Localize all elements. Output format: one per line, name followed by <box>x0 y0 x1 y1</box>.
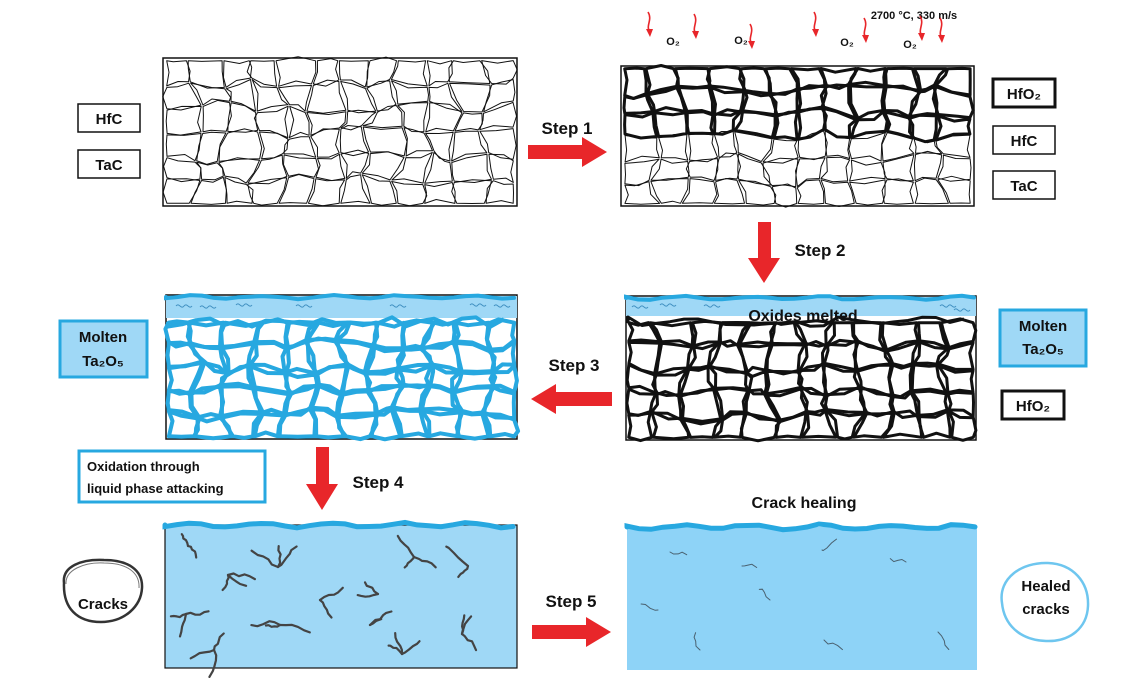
molten-label-right-line1: Molten <box>1019 318 1067 335</box>
step3-arrow: Step 3 <box>531 356 612 414</box>
label-box-hfo2-lower: HfO₂ <box>1000 389 1066 421</box>
grain-network-hfo2 <box>625 315 978 443</box>
molten-label-left-line2: Ta₂O₅ <box>82 353 124 370</box>
step4-label: Step 4 <box>352 473 404 492</box>
cracks-label: Cracks <box>78 596 128 613</box>
o2-label: O₂ <box>666 36 680 48</box>
grain-network-oxidizing <box>622 64 975 208</box>
step4-arrow: Step 4 <box>306 447 404 510</box>
panel-oxides-melted: Oxides melted <box>624 293 978 443</box>
molten-label-right-line2: Ta₂O₅ <box>1022 341 1064 358</box>
step1-arrow: Step 1 <box>528 119 607 167</box>
cracks-bubble: Cracks <box>62 558 144 624</box>
step2-arrow: Step 2 <box>748 222 846 283</box>
label-box-tac-right: TaC <box>992 170 1056 200</box>
conditions-label: 2700 °C, 330 m/s <box>871 10 957 22</box>
label-box-hfc-left: HfC <box>77 103 141 133</box>
o2-label: O₂ <box>903 39 917 51</box>
hfc-label-right: HfC <box>1011 133 1038 150</box>
panel-initial <box>162 56 518 207</box>
healed-label-line2: cracks <box>1022 601 1070 618</box>
liquid-squiggles-left <box>175 303 511 309</box>
step3-label: Step 3 <box>548 356 599 375</box>
label-box-molten-right: Molten Ta₂O₅ <box>998 308 1088 368</box>
step2-label: Step 2 <box>794 241 845 260</box>
o2-label: O₂ <box>734 35 748 47</box>
crack-healing-label: Crack healing <box>752 495 857 512</box>
label-box-hfo2-right: HfO₂ <box>991 77 1057 109</box>
oxides-melted-label: Oxides melted <box>748 308 857 325</box>
hfo2-label-lower: HfO₂ <box>1016 398 1050 415</box>
label-box-molten-left: Molten Ta₂O₅ <box>58 319 149 379</box>
liquid-attack-line1: Oxidation through <box>87 459 200 474</box>
step5-arrow: Step 5 <box>532 592 611 647</box>
tac-label-right: TaC <box>1010 178 1037 195</box>
tac-label: TaC <box>95 157 122 174</box>
healed-crack-traces <box>640 538 950 651</box>
oxygen-arrows: O₂ O₂ O₂ O₂ <box>646 11 945 51</box>
healed-cracks-bubble: Healed cracks <box>1000 561 1090 643</box>
o2-label: O₂ <box>840 37 854 49</box>
liquid-squiggles <box>631 303 971 312</box>
label-box-tac-left: TaC <box>77 149 141 179</box>
molten-label-left-line1: Molten <box>79 329 127 346</box>
hfo2-label: HfO₂ <box>1007 86 1041 103</box>
grain-network-blue <box>163 315 521 442</box>
healed-label-line1: Healed <box>1021 578 1070 595</box>
panel-molten-penetration <box>163 292 521 442</box>
hfc-label: HfC <box>96 111 123 128</box>
step1-label: Step 1 <box>541 119 592 138</box>
crack-network <box>169 533 478 678</box>
panel-crack-healing: Crack healing <box>624 495 978 670</box>
label-box-hfc-right: HfC <box>992 125 1056 155</box>
liquid-attack-line2: liquid phase attacking <box>87 481 224 496</box>
step5-label: Step 5 <box>545 592 596 611</box>
grain-network-initial <box>162 56 518 207</box>
panel-hfo2-formation <box>620 64 975 208</box>
panel-cracks <box>162 519 518 678</box>
label-box-liquid-attack: Oxidation through liquid phase attacking <box>77 449 267 504</box>
